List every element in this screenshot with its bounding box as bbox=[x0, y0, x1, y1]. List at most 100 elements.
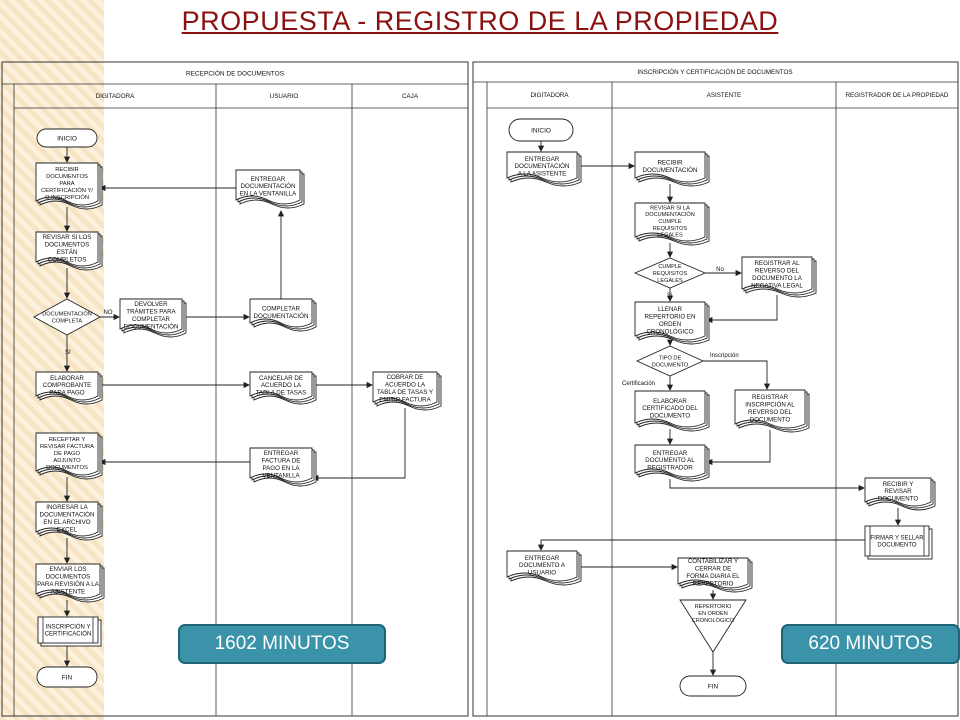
right-node-elaborar-cert-label: ELABORAR bbox=[653, 398, 687, 405]
right-node-decision2-label: DOCUMENTO bbox=[652, 362, 689, 368]
left-node-cancelar-label: TABLA DE TASAS bbox=[256, 390, 307, 397]
right-node-elaborar-cert-label: CERTIFICADO DEL bbox=[642, 405, 698, 412]
left-label-si: SI bbox=[65, 350, 71, 356]
right-node-contabilizar-label: REPERTORIO bbox=[693, 580, 734, 587]
right-node-llenar-label: LLENAR bbox=[658, 306, 683, 313]
left-node-cobrar-label: EMITIR FACTURA bbox=[379, 396, 431, 403]
right-panel-frame bbox=[472, 61, 959, 717]
right-node-registrar-insc-label: REGISTRAR bbox=[752, 394, 789, 401]
left-node-entregar-factura-label: ENTREGAR bbox=[264, 450, 299, 457]
right-time-badge: 620 MINUTOS bbox=[781, 624, 960, 664]
left-node-fin: FIN bbox=[36, 666, 98, 688]
right-node-revisar-label: LEGALES bbox=[657, 233, 683, 239]
left-node-receptar-label: DE PAGO bbox=[54, 451, 80, 457]
left-node-recibir-label: CERTIFICACIÓN Y/ bbox=[41, 187, 93, 194]
right-node-entregar-usuario-label: ENTREGAR bbox=[525, 555, 560, 562]
left-node-revisar-label: REVISAR SI LOS bbox=[43, 234, 92, 241]
left-node-cobrar-label: TABLA DE TASAS Y bbox=[377, 389, 433, 396]
left-node-completar-label: DOCUMENTACIÓN bbox=[254, 313, 309, 320]
right-node-revisar-label: REVISAR SI LA bbox=[650, 205, 690, 211]
left-node-enviar-label: DOCUMENTOS bbox=[46, 573, 91, 580]
right-node-recibir-label: RECIBIR bbox=[657, 159, 683, 166]
left-node-devolver-label: TRÁMITES PARA bbox=[126, 308, 176, 315]
left-panel-frame bbox=[1, 61, 469, 717]
right-edge bbox=[669, 479, 865, 492]
right-node-entregar-asistente-label: ENTREGAR bbox=[525, 156, 560, 163]
right-node-registrar-insc-label: INSCRIPCIÓN AL bbox=[745, 401, 795, 408]
right-node-recibir-revisar-label: REVISAR bbox=[884, 488, 912, 495]
left-node-inicio-label: INICIO bbox=[57, 135, 77, 142]
right-node-contabilizar-label: CONTABILIZAR Y bbox=[688, 558, 738, 565]
left-node-receptar-label: ADJUNTO bbox=[53, 458, 81, 464]
left-node-decision-label: DOCUMENTACIÓN bbox=[42, 311, 92, 318]
left-node-revisar-label: DOCUMENTOS bbox=[45, 241, 90, 248]
right-node-revisar-label: CUMPLE bbox=[658, 219, 682, 225]
right-node-decision1-label: CUMPLE bbox=[658, 264, 682, 270]
right-lane-header: REGISTRADOR DE LA PROPIEDAD bbox=[846, 92, 949, 99]
left-node-entregar-doc-label: DOCUMENTACIÓN bbox=[241, 183, 296, 190]
right-node-decision1-label: LEGALES bbox=[657, 278, 683, 284]
right-node-repertorio-label: REPERTORIO bbox=[695, 604, 732, 610]
right-node-entregar-usuario-label: USUARIO bbox=[528, 570, 556, 577]
right-edge bbox=[703, 360, 771, 390]
right-node-repertorio-label: CRONOLÓGICO bbox=[692, 617, 735, 624]
right-node-firmar-label: FIRMAR Y SELLAR bbox=[870, 536, 924, 542]
right-node-repertorio-label: EN ORDEN bbox=[698, 611, 728, 617]
left-lane-header: DIGITADORA bbox=[96, 93, 136, 100]
right-node-recibir-label: DOCUMENTACIÓN bbox=[643, 167, 698, 174]
right-node-contabilizar-label: CERRAR DE bbox=[695, 565, 731, 572]
left-node-completar-label: COMPLETAR bbox=[262, 305, 301, 312]
left-node-receptar-label: RECEPTAR Y bbox=[49, 437, 86, 443]
left-node-ingresar-label: EN EL ARCHIVO bbox=[43, 519, 90, 526]
right-node-entregar-asistente-label: DOCUMENTACIÓN bbox=[515, 163, 570, 170]
right-node-entregar-registrador-label: ENTREGAR bbox=[653, 450, 688, 457]
left-node-recibir-label: DOCUMENTOS bbox=[46, 174, 88, 180]
left-label-no: NO bbox=[104, 310, 113, 316]
right-node-registrar-negativa-label: REVERSO DEL bbox=[755, 267, 800, 274]
left-lane-header: CAJA bbox=[402, 93, 419, 100]
right-node-elaborar-cert-label: DOCUMENTO bbox=[650, 413, 691, 420]
left-node-entregar-factura-label: PAGO EN LA bbox=[262, 465, 300, 472]
right-node-revisar-label: REQUISITOS bbox=[653, 226, 688, 232]
left-node-recibir-label: RECIBIR bbox=[55, 167, 79, 173]
right-node-registrar-insc-label: DOCUMENTO bbox=[750, 416, 791, 423]
left-node-ingresar-label: DOCUMENTACIÓN bbox=[40, 511, 95, 518]
left-edge bbox=[312, 408, 406, 482]
left-node-cobrar-label: COBRAR DE bbox=[387, 374, 424, 381]
right-node-llenar-label: REPERTORIO EN bbox=[644, 313, 695, 320]
right-edge bbox=[706, 430, 771, 466]
left-node-recibir-label: O INSCRIPCIÓN bbox=[45, 194, 89, 201]
left-node-cobrar-label: ACUERDO LA bbox=[385, 381, 426, 388]
left-node-enviar-label: PARA REVISIÓN A LA bbox=[37, 581, 100, 588]
left-lane-header: USUARIO bbox=[270, 93, 299, 100]
left-node-inscripcion-label: CERTIFICACIÓN bbox=[45, 631, 92, 638]
right-edge bbox=[537, 539, 865, 551]
right-node-fin: FIN bbox=[679, 675, 747, 697]
right-node-firmar-label: DOCUMENTO bbox=[877, 543, 917, 549]
right-node-registrar-negativa-label: NEGATIVA LEGAL bbox=[751, 282, 803, 289]
left-node-receptar-label: REVISAR FACTURA bbox=[40, 444, 94, 450]
left-node-entregar-doc-label: EN LA VENTANILLA bbox=[240, 191, 297, 198]
right-node-entregar-usuario-label: DOCUMENTO A bbox=[519, 562, 566, 569]
right-node-recibir-revisar-label: DOCUMENTO bbox=[878, 496, 919, 503]
right-node-llenar-label: CRONOLÓGICO bbox=[646, 328, 693, 335]
left-node-enviar-label: ASISTENTE bbox=[51, 588, 85, 595]
left-panel-header: RECEPCIÓN DE DOCUMENTOS bbox=[186, 68, 285, 77]
left-node-inscripcion-label: INSCRIPCIÓN Y bbox=[46, 624, 91, 631]
right-panel-header: INSCRIPCIÓN Y CERTIFICACIÓN DE DOCUMENTO… bbox=[637, 67, 792, 76]
left-node-devolver-label: DOCUMENTACIÓN bbox=[124, 323, 179, 330]
left-node-ingresar-label: EXCEL bbox=[57, 526, 78, 533]
right-lane-header: ASISTENTE bbox=[707, 92, 741, 99]
